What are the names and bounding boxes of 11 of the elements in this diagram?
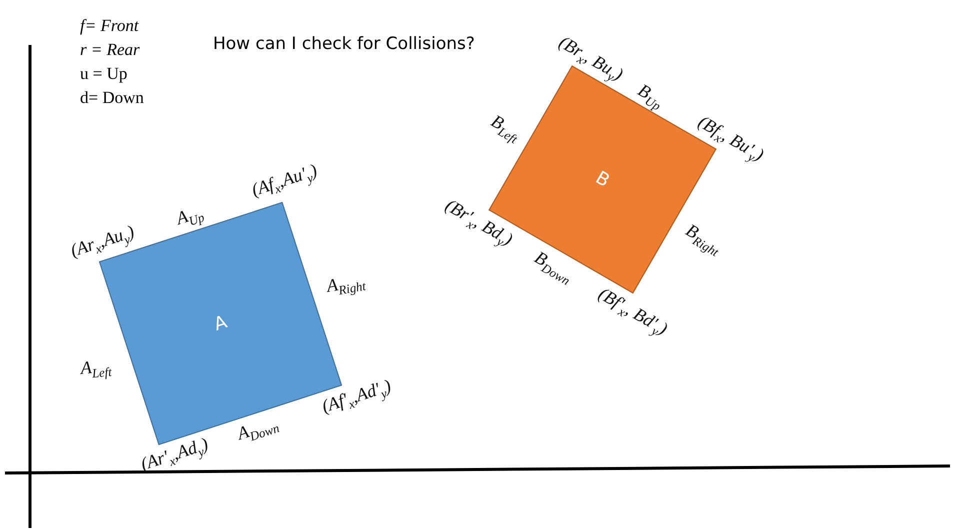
key-text: f= Front	[80, 16, 139, 36]
shape-label: A	[210, 311, 230, 335]
side-label: A$_{Down}$	[234, 420, 282, 446]
side-label: A$_{Left}$	[80, 356, 112, 383]
key-text: d= Down	[80, 88, 144, 108]
title: How can I check for Collisions?	[213, 34, 475, 54]
key-text: r = Rear	[80, 40, 140, 60]
side-label: A$_{Right}$	[325, 273, 367, 300]
side-label: A$_{Up}$	[174, 204, 206, 230]
key-text: u = Up	[80, 64, 128, 84]
shape-label: B	[591, 166, 613, 192]
